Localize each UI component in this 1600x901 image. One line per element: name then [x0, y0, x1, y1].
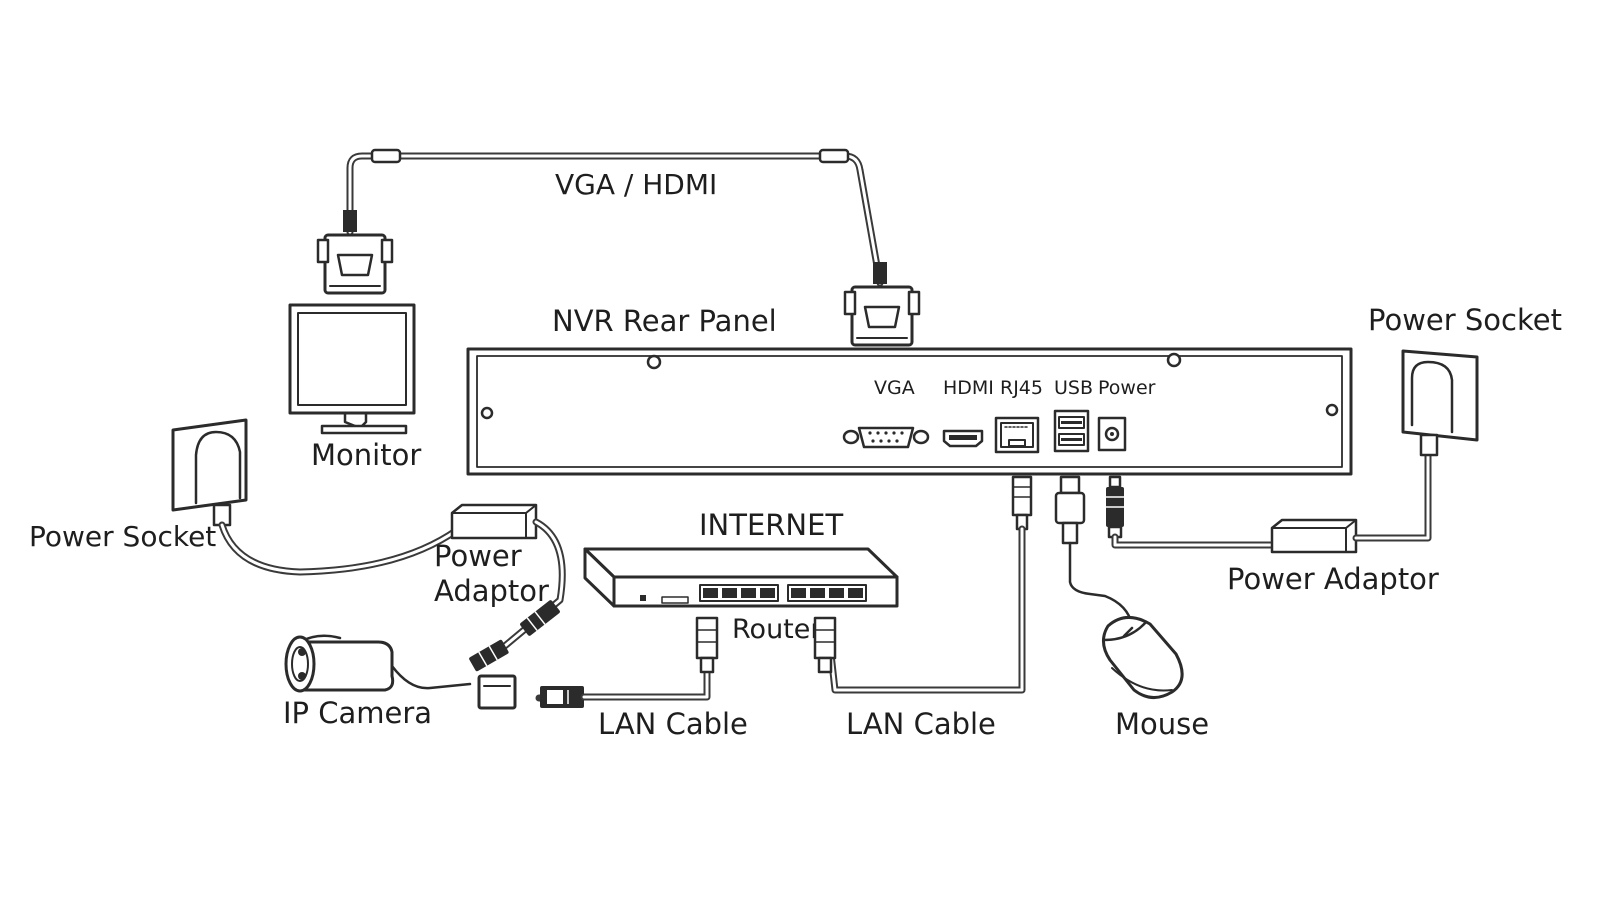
ip-camera-label: IP Camera	[283, 696, 432, 730]
power-socket-left	[171, 418, 248, 527]
mouse-label: Mouse	[1115, 707, 1209, 741]
nvr-vga-plug	[843, 285, 921, 347]
monitor	[288, 303, 416, 435]
internet-label: INTERNET	[699, 508, 843, 542]
nvr-lan-cable	[827, 525, 1026, 694]
mouse-cable	[1068, 541, 1134, 627]
router-lan-plug-right	[813, 616, 837, 674]
right-dc-cable	[1111, 533, 1278, 549]
monitor-label: Monitor	[311, 438, 421, 472]
lan-cable-left-label: LAN Cable	[598, 707, 748, 741]
port-label-hdmi: HDMI	[943, 377, 994, 399]
power-adaptor-left-label-line2: Adaptor	[434, 574, 549, 608]
lan-cable-right-label: LAN Cable	[846, 707, 996, 741]
port-label-usb: USB	[1054, 377, 1093, 399]
hdmi-port	[942, 429, 984, 448]
power-adaptor-right-label: Power Adaptor	[1227, 562, 1439, 596]
power-adaptor-left-label-line1: Power	[434, 539, 522, 573]
vga-hdmi-label: VGA / HDMI	[555, 168, 717, 201]
power-port	[1097, 416, 1127, 452]
router	[583, 547, 899, 608]
lan-cable-left	[580, 656, 711, 701]
nvr-power-plug	[1106, 475, 1124, 539]
power-socket-left-label: Power Socket	[29, 520, 216, 553]
nvr-lan-plug	[1011, 475, 1033, 531]
right-socket-cable	[1352, 451, 1432, 542]
camera-power-cable	[469, 518, 566, 672]
rj45-port	[994, 416, 1040, 454]
mouse-usb-plug	[1054, 475, 1086, 545]
monitor-vga-plug	[316, 233, 394, 295]
lan-cable-left-plug	[540, 686, 584, 708]
ip-camera	[284, 634, 472, 693]
camera-lan-coupler	[477, 674, 554, 710]
port-label-power: Power	[1098, 377, 1156, 399]
nvr-rear-panel: VGA HDMI RJ45 USB Power	[466, 347, 1353, 476]
router-ports-right	[787, 584, 867, 602]
router-label: Router	[732, 614, 822, 645]
power-adaptor-left	[450, 503, 538, 540]
port-label-rj45: RJ45	[1000, 377, 1043, 399]
power-socket-right-label: Power Socket	[1368, 303, 1562, 337]
vga-hdmi-cable	[343, 148, 887, 287]
router-ports-left	[699, 584, 779, 602]
port-label-vga: VGA	[874, 377, 915, 399]
vga-port	[842, 426, 930, 449]
power-adaptor-right	[1270, 518, 1358, 554]
nvr-rear-panel-label: NVR Rear Panel	[552, 304, 777, 338]
power-socket-right	[1401, 349, 1479, 457]
left-socket-cable	[218, 521, 461, 576]
router-lan-plug-left	[695, 616, 719, 674]
usb-port	[1053, 409, 1090, 453]
mouse-icon	[1102, 616, 1184, 699]
